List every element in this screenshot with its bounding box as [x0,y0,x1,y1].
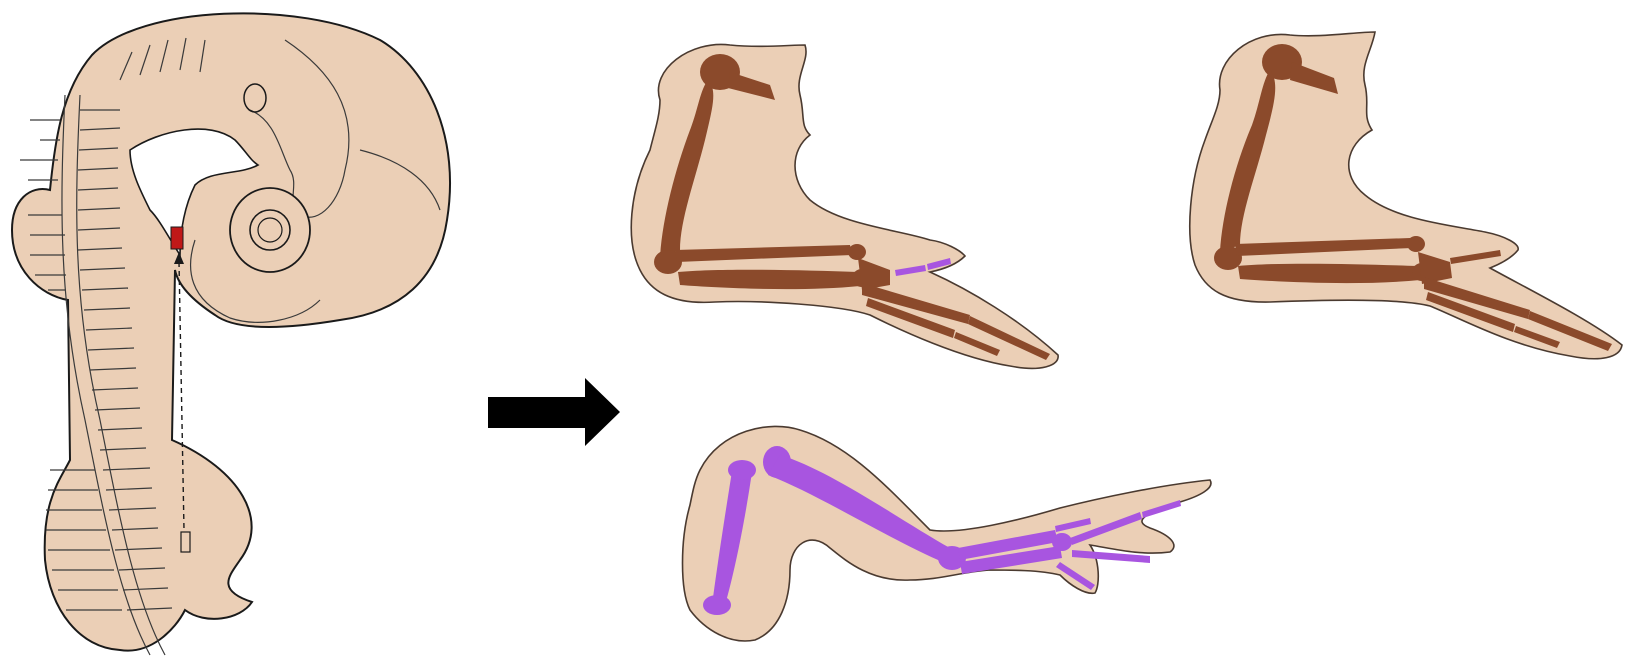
wing-2-skin [1190,32,1622,359]
wing-1-ulna [678,270,860,289]
wing-3-wrist [1052,533,1072,551]
chick-embryo [12,13,450,655]
transition-arrow-icon [488,378,620,446]
wing-3-scapula-foot [703,595,731,615]
wing-3-skin [683,426,1211,641]
wing-normal [1190,32,1622,359]
wing-2-radius-end [1407,236,1425,252]
wing-2-ulna [1238,264,1420,283]
embryo-body [12,13,450,650]
wing-full-duplication [683,426,1211,641]
wing-1-radius-end [848,244,866,260]
wing-partial-duplication [631,44,1058,368]
donor-site-box [181,532,190,552]
wing-1-skin [631,44,1058,368]
wing-3-scapula-head [728,460,756,480]
eye-outer [230,188,310,272]
graft-site-box [171,227,183,249]
